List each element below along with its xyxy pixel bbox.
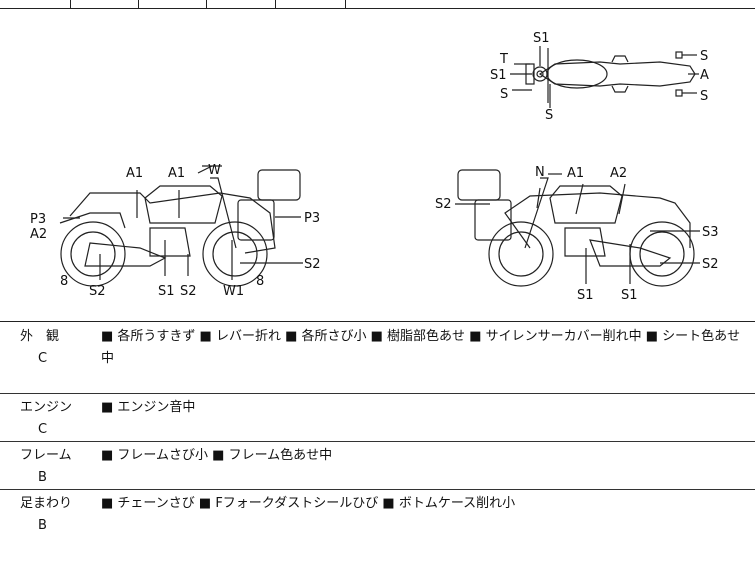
label-left-a1-tank: A1 — [126, 166, 143, 181]
label-left-s2-front: S2 — [304, 257, 321, 272]
row-frame: フレーム B ■ フレームさび小 ■ フレーム色あせ中 — [0, 442, 755, 490]
right-side-motorcycle — [455, 169, 700, 287]
label-left-s2: S2 — [180, 284, 197, 299]
label-left-s2-rear: S2 — [89, 284, 106, 299]
label-left-a2: A2 — [30, 227, 47, 242]
category-grade: B — [38, 470, 47, 485]
row-engine: エンジン C ■ エンジン音中 — [0, 394, 755, 442]
left-side-motorcycle — [59, 165, 303, 287]
label-left-w1: W1 — [223, 284, 244, 299]
label-right-n: N — [535, 165, 545, 180]
category-grade: C — [38, 351, 48, 366]
label-left-w: W — [208, 163, 221, 178]
row-detail: ■ 各所うすきず ■ レバー折れ ■ 各所さび小 ■ 樹脂部色あせ ■ サイレン… — [101, 329, 741, 366]
row-category: 足まわり B — [0, 493, 82, 537]
label-right-s2-front: S2 — [702, 257, 719, 272]
category-grade: C — [38, 422, 48, 437]
row-category: フレーム B — [0, 445, 82, 489]
category-name: フレーム — [20, 448, 72, 463]
label-left-p3-front: P3 — [304, 211, 320, 226]
row-detail: ■ エンジン音中 — [101, 400, 196, 415]
label-left-8-rear: 8 — [60, 274, 68, 289]
category-name: 足まわり — [20, 496, 73, 511]
label-top-s-rear-lower: S — [700, 89, 708, 104]
category-name: 外 観 — [20, 329, 60, 344]
right-side-labels: N A1 A2 S2 S3 S2 S1 S1 — [435, 165, 719, 303]
label-top-a: A — [700, 68, 709, 83]
label-top-t: T — [499, 52, 508, 67]
label-right-s3: S3 — [702, 225, 719, 240]
label-right-a2: A2 — [610, 166, 627, 181]
label-top-s-rear-upper: S — [700, 49, 708, 64]
header-table-stub — [0, 0, 755, 9]
category-name: エンジン — [20, 400, 73, 415]
row-category: 外 観 C — [0, 326, 82, 370]
label-right-a1: A1 — [567, 166, 584, 181]
row-category: エンジン C — [0, 397, 82, 441]
label-left-a1-front: A1 — [168, 166, 185, 181]
motorcycle-diagram: S1 T S1 S S S A S A1 A1 W P3 A2 P3 S2 8 … — [30, 31, 719, 303]
left-side-labels: A1 A1 W P3 A2 P3 S2 8 S2 S1 S2 W1 8 — [30, 163, 321, 299]
row-suspension: 足まわり B ■ チェーンさび ■ Fフォークダストシールひび ■ ボトムケース… — [0, 490, 755, 561]
label-top-s-bottom: S — [545, 108, 553, 123]
label-right-s2-rear: S2 — [435, 197, 452, 212]
label-right-s1: S1 — [577, 288, 594, 303]
top-view-labels: S1 T S1 S S S A S — [490, 31, 709, 123]
top-view-motorcycle — [510, 46, 699, 108]
row-exterior: 外 観 C ■ 各所うすきず ■ レバー折れ ■ 各所さび小 ■ 樹脂部色あせ … — [0, 322, 755, 394]
label-left-8-front: 8 — [256, 274, 264, 289]
label-right-s1b: S1 — [621, 288, 638, 303]
damage-diagram: S1 T S1 S S S A S A1 A1 W P3 A2 P3 S2 8 … — [0, 8, 755, 322]
category-grade: B — [38, 518, 47, 533]
row-detail: ■ チェーンさび ■ Fフォークダストシールひび ■ ボトムケース削れ小 — [101, 496, 516, 511]
label-left-s1: S1 — [158, 284, 175, 299]
label-top-s1b: S1 — [490, 68, 507, 83]
row-detail: ■ フレームさび小 ■ フレーム色あせ中 — [101, 448, 333, 463]
label-top-s1: S1 — [533, 31, 550, 46]
label-left-p3: P3 — [30, 212, 46, 227]
label-top-s: S — [500, 87, 508, 102]
